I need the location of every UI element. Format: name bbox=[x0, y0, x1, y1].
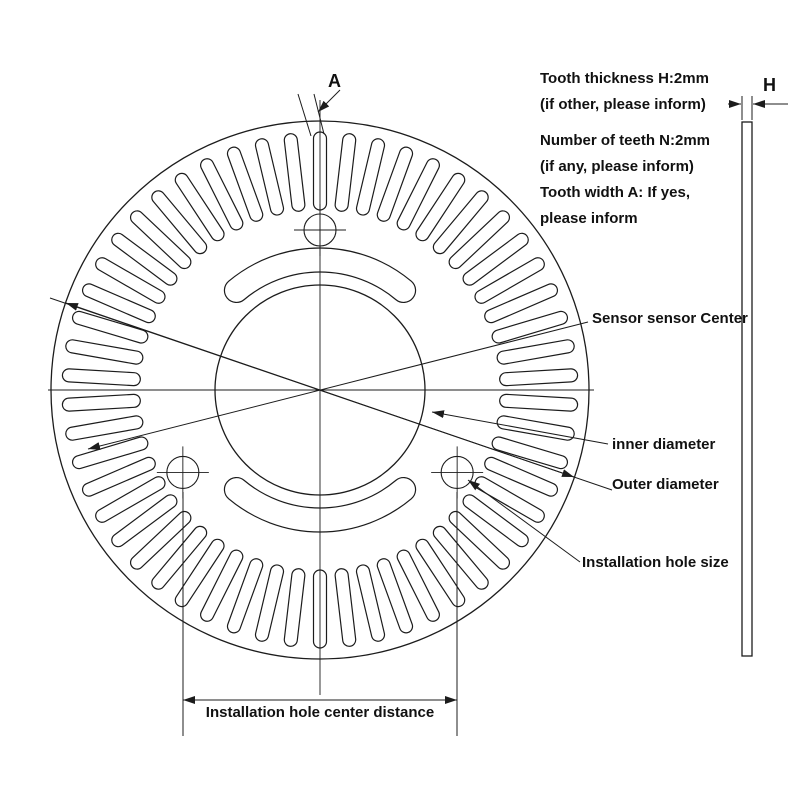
centerlines-group bbox=[48, 100, 594, 695]
tooth-slot bbox=[95, 476, 166, 523]
tooth-slot bbox=[462, 494, 529, 548]
hole-size-leader bbox=[467, 479, 581, 563]
tooth-slot bbox=[484, 456, 559, 497]
tooth-slot bbox=[65, 415, 144, 441]
dim-a-leader bbox=[317, 89, 341, 113]
dim-a-extension-left bbox=[297, 93, 312, 137]
tooth-slot bbox=[448, 210, 511, 270]
tooth-slot bbox=[174, 538, 225, 608]
label-outer-diameter: Outer diameter bbox=[612, 476, 719, 493]
dim-label-a: A bbox=[328, 71, 341, 91]
tooth-slot bbox=[151, 525, 208, 590]
note-tooth-width-sub: please inform bbox=[540, 210, 638, 227]
outer-diameter-arrow-left bbox=[65, 302, 321, 391]
tooth-slot bbox=[484, 283, 559, 324]
sensor-center-leader bbox=[87, 321, 589, 450]
note-tooth-thickness-sub: (if other, please inform) bbox=[540, 96, 706, 113]
note-teeth-number: Number of teeth N:2mm bbox=[540, 132, 711, 149]
label-sensor-center: Sensor sensor Center bbox=[592, 310, 748, 327]
tooth-slot bbox=[129, 210, 192, 270]
tooth-slot bbox=[71, 436, 149, 470]
tooth-slot bbox=[376, 558, 414, 634]
tooth-slot bbox=[283, 568, 306, 647]
tooth-slot bbox=[415, 538, 466, 608]
tooth-slot bbox=[71, 310, 149, 344]
tooth-slot bbox=[474, 257, 545, 304]
tooth-slot bbox=[474, 476, 545, 523]
tooth-slot bbox=[151, 190, 208, 255]
tooth-slot bbox=[355, 138, 386, 216]
teeth-group bbox=[61, 131, 579, 649]
tooth-slot bbox=[254, 138, 285, 216]
tooth-slot bbox=[496, 415, 575, 441]
tooth-slot bbox=[95, 257, 166, 304]
tooth-slot bbox=[200, 549, 244, 622]
tooth-slot bbox=[129, 510, 192, 570]
tooth-slot bbox=[334, 568, 357, 647]
outer-diameter-arrow-right bbox=[319, 389, 575, 478]
tooth-slot bbox=[491, 310, 569, 344]
tooth-slot bbox=[254, 564, 285, 642]
tooth-slot bbox=[111, 494, 178, 548]
label-inner-diameter: inner diameter bbox=[612, 436, 716, 453]
tooth-slot bbox=[81, 456, 156, 497]
tooth-slot bbox=[111, 232, 178, 286]
arc-slot bbox=[223, 476, 417, 533]
tooth-slot bbox=[226, 558, 264, 634]
side-view-group bbox=[728, 96, 788, 657]
note-tooth-thickness: Tooth thickness H:2mm bbox=[540, 70, 709, 87]
tooth-slot bbox=[283, 133, 306, 212]
label-installation-hole-size: Installation hole size bbox=[582, 554, 729, 571]
tooth-slot bbox=[65, 339, 144, 365]
tooth-slot bbox=[226, 146, 264, 222]
dim-a-extension-right bbox=[313, 93, 325, 135]
dim-bottom-group bbox=[182, 492, 458, 736]
tooth-slot bbox=[81, 283, 156, 324]
dim-label-h: H bbox=[763, 75, 776, 95]
tooth-slot bbox=[355, 564, 386, 642]
tooth-slot bbox=[61, 393, 141, 412]
tooth-slot bbox=[415, 172, 466, 242]
note-teeth-number-sub: (if any, please inform) bbox=[540, 158, 694, 175]
arc-slot bbox=[223, 247, 417, 304]
tooth-slot bbox=[174, 172, 225, 242]
tooth-slot bbox=[61, 368, 141, 387]
tooth-slot bbox=[334, 133, 357, 212]
tooth-slot bbox=[496, 339, 575, 365]
tooth-slot bbox=[396, 549, 440, 622]
side-view-bar bbox=[741, 121, 753, 657]
tooth-slot bbox=[491, 436, 569, 470]
label-hole-center-distance: Installation hole center distance bbox=[205, 704, 435, 721]
tooth-slot bbox=[462, 232, 529, 286]
tooth-slot bbox=[432, 190, 489, 255]
note-tooth-width: Tooth width A: If yes, bbox=[540, 184, 690, 201]
tooth-slot bbox=[396, 158, 440, 231]
tooth-slot bbox=[448, 510, 511, 570]
tooth-slot bbox=[376, 146, 414, 222]
tooth-slot bbox=[200, 158, 244, 231]
tooth-slot bbox=[432, 525, 489, 590]
dim-a-group bbox=[297, 89, 341, 137]
leader-lines-group bbox=[49, 297, 613, 563]
tooth-slot bbox=[499, 393, 579, 412]
tooth-slot bbox=[499, 368, 579, 387]
arc-slots-group bbox=[223, 247, 417, 533]
inner-diameter-leader bbox=[431, 410, 609, 445]
